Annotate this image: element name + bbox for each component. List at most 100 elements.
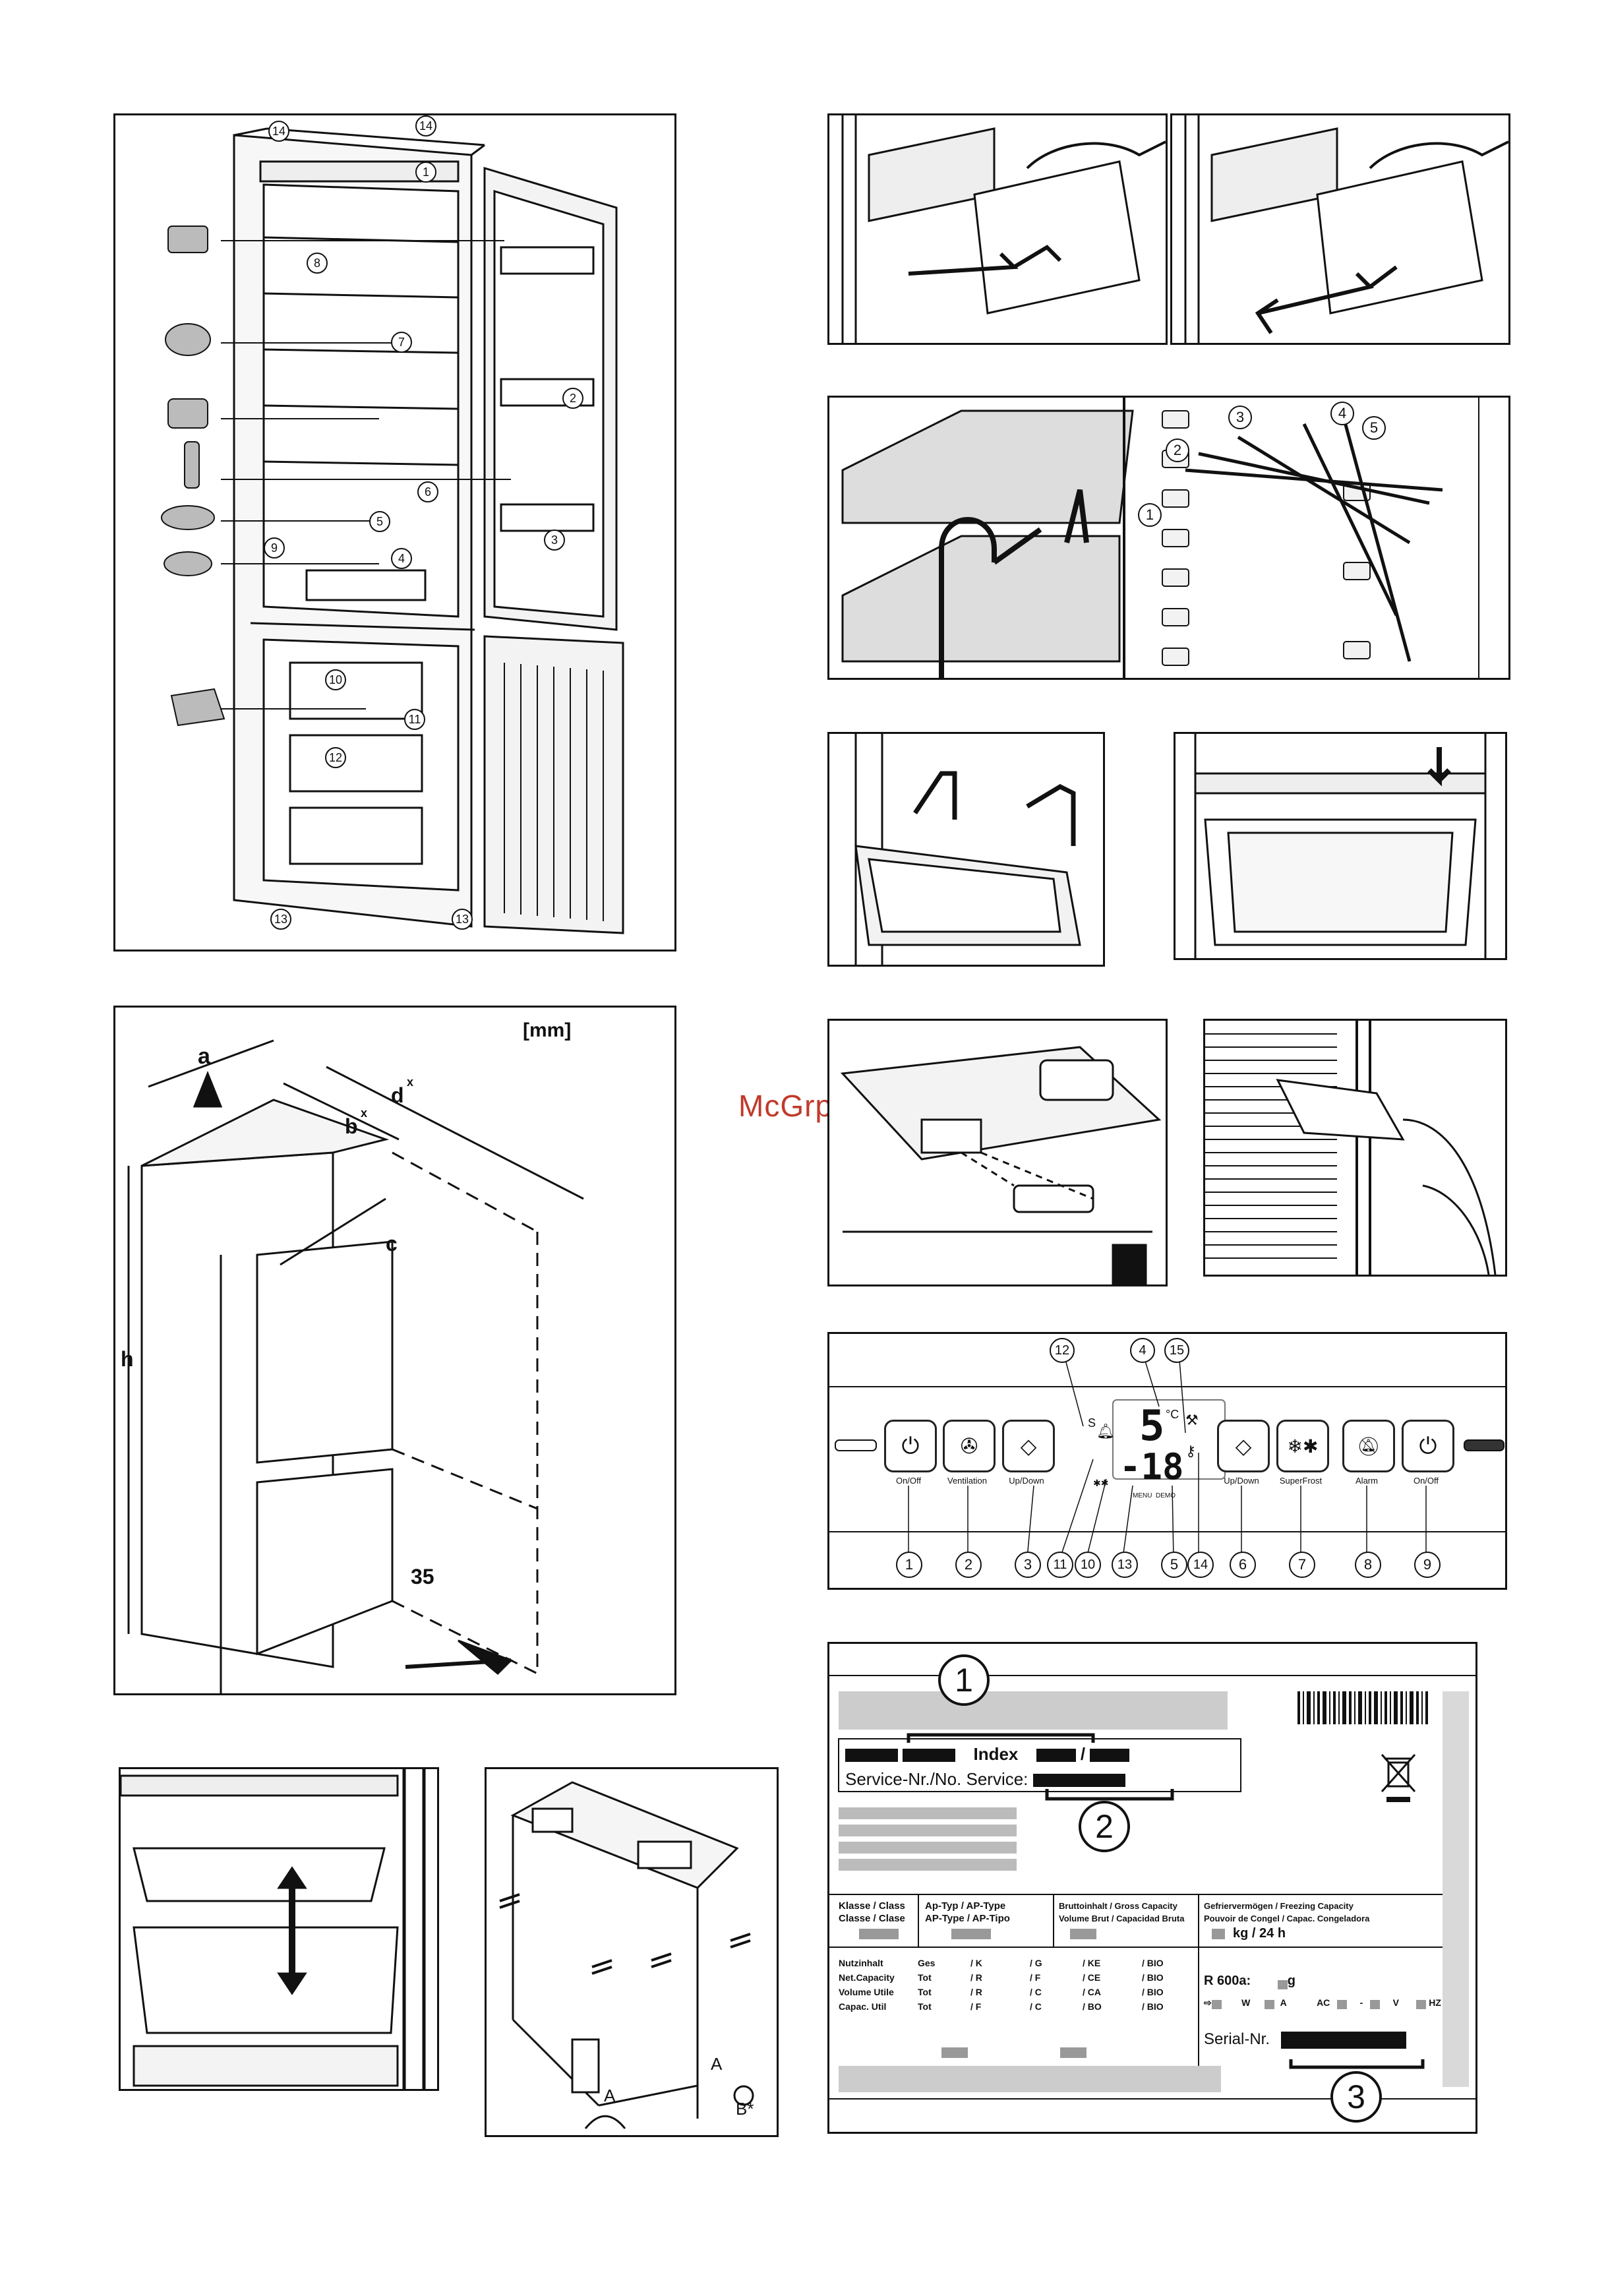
dimensions-drawing <box>127 1039 584 1693</box>
type-plate-lines <box>829 1675 1475 2100</box>
freezer-on-off-button[interactable]: ⏻ <box>1402 1420 1454 1472</box>
net-row-1: Net.Capacity Tot / R / F / CE / BIO <box>839 1972 1195 1987</box>
net-cell: / BO <box>1083 2001 1102 2012</box>
plate-service-row: Service-Nr./No. Service: <box>845 1769 1125 1790</box>
glass-shelf-drawing <box>841 398 1479 678</box>
alarm-bell-off-icon: 🔕︎ <box>1357 1435 1381 1457</box>
shelf-step-2: 2 <box>1166 438 1189 462</box>
panel-callout-5: 5 <box>1161 1552 1187 1578</box>
callout-7: 7 <box>391 332 412 353</box>
panel-callout-6: 6 <box>1230 1552 1256 1578</box>
door-shelf-drawing <box>854 734 1081 965</box>
serial-row: Serial-Nr. <box>1204 2030 1406 2049</box>
callout-13-right: 13 <box>452 909 473 930</box>
plug-icon: ⇨ <box>1204 1997 1212 2008</box>
redacted-block <box>1032 1774 1125 1788</box>
drawer-lift-drawing <box>121 1769 426 2089</box>
callout-2: 2 <box>562 388 583 409</box>
freezing-header-1: Gefriervermögen / Freezing Capacity <box>1204 1901 1354 1911</box>
superfrost-button[interactable]: ❄✱ <box>1276 1420 1329 1472</box>
shelf-step-5: 5 <box>1362 416 1386 440</box>
plate-index-row: Index / <box>845 1744 1130 1765</box>
elec-label: A <box>1280 1997 1287 2008</box>
elec-label: - <box>1359 1997 1363 2008</box>
power-icon: ⏻ <box>1419 1433 1437 1459</box>
freezing-header-2: Pouvoir de Congel / Capac. Congeladora <box>1204 1914 1370 1923</box>
ventilation-panel <box>827 1019 1168 1286</box>
redacted-block <box>903 1749 956 1763</box>
electrical-row: ⇨ W A AC - V HZ <box>1204 1997 1441 2009</box>
fan-icon: ✇ <box>960 1434 978 1458</box>
net-cell: Capac. Util <box>839 2001 887 2012</box>
panel-callout-10: 10 <box>1075 1552 1101 1578</box>
refrigerant-row: R 600a: g <box>1204 1974 1295 1989</box>
refrigerant-unit: g <box>1287 1974 1295 1988</box>
display-tool-icon: ⚒︎ <box>1185 1412 1199 1428</box>
net-cell: Tot <box>918 2001 932 2012</box>
gross-header-1: Bruttoinhalt / Gross Capacity <box>1059 1901 1177 1911</box>
callout-9: 9 <box>264 537 285 559</box>
callout-8: 8 <box>307 253 328 274</box>
net-row-2: Volume Utile Tot / R / C / CA / BIO <box>839 1987 1195 2001</box>
redacted-block <box>1036 1749 1076 1763</box>
elec-label: HZ <box>1429 1997 1441 2008</box>
net-cell: / BIO <box>1142 1972 1164 1983</box>
ventilation-label: Ventilation <box>947 1476 987 1486</box>
refrigerant-label: R 600a: <box>1204 1974 1251 1988</box>
net-cell: Nutzinhalt <box>839 1958 883 1968</box>
drawer-removal-drawing-left <box>841 115 1166 343</box>
dimension-d: d <box>391 1083 404 1107</box>
display-fridge-temp: 5 <box>1139 1402 1165 1451</box>
callout-10: 10 <box>325 669 346 690</box>
class-header-2: Classe / Clase <box>839 1913 905 1924</box>
net-cell: / BIO <box>1142 1987 1164 1997</box>
alarm-button[interactable]: 🔕︎ <box>1342 1420 1395 1472</box>
plate-marker-3: 3 <box>1330 2071 1382 2123</box>
net-cell: / BIO <box>1142 1958 1164 1968</box>
display-bell-icon: 🔔︎ <box>1096 1423 1115 1439</box>
freezer-up-down-button[interactable]: ◇ <box>1217 1420 1270 1472</box>
plate-marker-2: 2 <box>1079 1801 1130 1852</box>
freezing-unit: kg / 24 h <box>1233 1926 1286 1941</box>
fridge-on-off-button[interactable]: ⏻ <box>884 1420 937 1472</box>
index-label: Index <box>973 1744 1019 1764</box>
elec-label: V <box>1392 1997 1399 2008</box>
ventilation-button[interactable]: ✇ <box>943 1420 996 1472</box>
display-key-icon: ⚷ <box>1185 1443 1197 1459</box>
type-header-2: AP-Type / AP-Tipo <box>925 1913 1010 1924</box>
snowflake-icon: ❄✱ <box>1287 1435 1319 1457</box>
net-cell: / G <box>1030 1958 1042 1968</box>
panel-callout-12: 12 <box>1050 1338 1075 1363</box>
panel-callout-15: 15 <box>1164 1338 1189 1363</box>
fridge-up-down-label: Up/Down <box>1009 1476 1044 1486</box>
panel-callout-4: 4 <box>1130 1338 1155 1363</box>
panel-callout-14: 14 <box>1187 1552 1214 1578</box>
fridge-overview-drawing <box>161 127 624 934</box>
cleaning-drawing <box>1205 1021 1497 1275</box>
control-panel: ⏻ On/Off ✇ Ventilation ◇ Up/Down S 🔔︎ 5 … <box>827 1332 1507 1590</box>
net-cell: Tot <box>918 1987 932 1997</box>
foot-a-left: A <box>604 2086 616 2105</box>
dimension-c: c <box>386 1232 398 1255</box>
service-label: Service-Nr./No. Service: <box>845 1769 1028 1789</box>
foot-a-right: A <box>711 2054 723 2074</box>
net-cell: / C <box>1030 1987 1042 1997</box>
display-unit: °C <box>1166 1408 1179 1421</box>
callout-6: 6 <box>417 481 438 502</box>
drawer-lift-panel <box>119 1767 439 2091</box>
net-row-3: Capac. Util Tot / F / C / BO / BIO <box>839 2001 1195 2016</box>
net-cell: / F <box>970 2001 982 2012</box>
shelf-step-4: 4 <box>1330 402 1354 425</box>
alarm-label: Alarm <box>1355 1476 1378 1486</box>
gross-header-2: Volume Brut / Capacidad Bruta <box>1059 1914 1185 1923</box>
display-menu-demo: MENU DEMO <box>1133 1492 1176 1499</box>
drawer-removal-drawing-right <box>1184 115 1508 343</box>
up-down-diamond-icon: ◇ <box>1020 1434 1037 1458</box>
cleaning-panel <box>1203 1019 1507 1277</box>
fridge-up-down-button[interactable]: ◇ <box>1002 1420 1055 1472</box>
shelf-step-1: 1 <box>1138 503 1162 527</box>
fridge-overview-panel: 14 14 1 8 7 2 6 5 3 9 4 10 11 12 13 13 <box>113 113 676 952</box>
drawer-removal-panel-left <box>827 113 1168 345</box>
dimension-d-x: x <box>407 1075 414 1089</box>
net-cell: / KE <box>1083 1958 1101 1968</box>
